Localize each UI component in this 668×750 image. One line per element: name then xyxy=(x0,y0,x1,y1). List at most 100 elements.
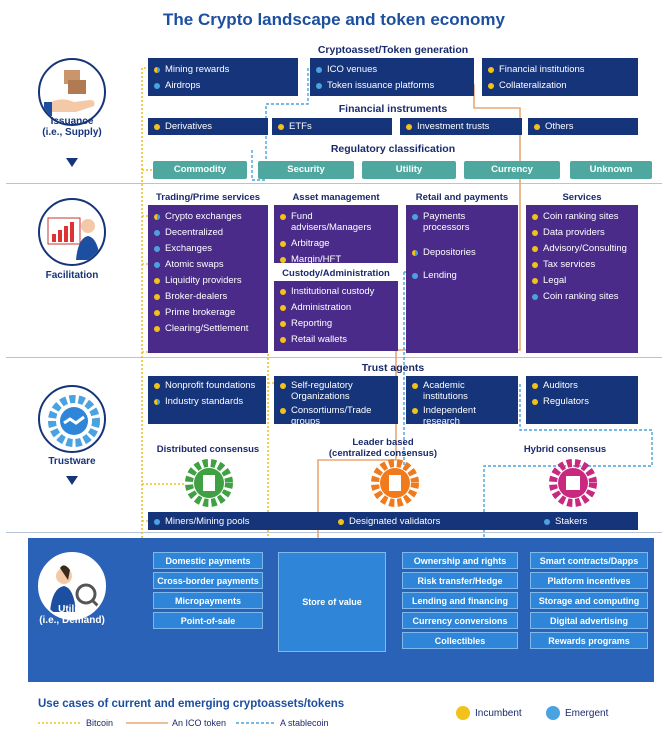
emergent-dot-icon xyxy=(546,706,560,720)
list-item: Coin ranking sites xyxy=(532,291,632,302)
consensus-bar: Miners/Mining pools Designated validator… xyxy=(148,512,638,530)
list-item: Stakers xyxy=(544,516,587,527)
use-platform-incentives: Platform incentives xyxy=(530,572,648,589)
use-smart-contracts: Smart contracts/Dapps xyxy=(530,552,648,569)
list-item: Airdrops xyxy=(154,80,292,91)
reg-commodity: Commodity xyxy=(153,161,247,179)
list-item: ICO venues xyxy=(316,64,468,75)
instrument-etfs: ETFs xyxy=(272,118,392,135)
list-item: Data providers xyxy=(532,227,632,238)
reg-utility: Utility xyxy=(362,161,456,179)
utility-icon xyxy=(38,552,106,620)
use-lending-financing: Lending and financing xyxy=(402,592,518,609)
list-item: Self-regulatory Organizations xyxy=(280,380,392,402)
list-item: Atomic swaps xyxy=(154,259,262,270)
legend-bitcoin-line xyxy=(38,722,82,724)
list-item: Mining rewards xyxy=(154,64,292,75)
list-item: Administration xyxy=(280,302,392,313)
list-item: Nonprofit foundations xyxy=(154,380,260,391)
list-item: Lending xyxy=(412,270,512,281)
facilitation-label: Facilitation xyxy=(45,270,99,281)
instrument-trusts: Investment trusts xyxy=(400,118,522,135)
services-box: Coin ranking sites Data providers Adviso… xyxy=(526,205,638,353)
list-item: Retail wallets xyxy=(280,334,392,345)
incumbent-dot-icon xyxy=(456,706,470,720)
page-title: The Crypto landscape and token economy xyxy=(163,10,505,29)
list-item: Liquidity providers xyxy=(154,275,262,286)
asset-mgmt-box: Fund advisers/Managers Arbitrage Margin/… xyxy=(274,205,398,265)
trustware-label: Trustware xyxy=(48,456,96,467)
legend-ico-line xyxy=(126,722,168,724)
list-item: Arbitrage xyxy=(280,238,392,249)
hybrid-title: Hybrid consensus xyxy=(523,444,607,455)
leader-gear-icon xyxy=(370,458,420,508)
list-item: Crypto exchanges xyxy=(154,211,262,222)
use-risk-transfer: Risk transfer/Hedge xyxy=(402,572,518,589)
use-point-of-sale: Point-of-sale xyxy=(153,612,263,629)
section-divider xyxy=(6,532,662,533)
trust-box-4: Auditors Regulators xyxy=(526,376,638,424)
legend-stable-line xyxy=(236,722,276,724)
generation-title: Cryptoasset/Token generation xyxy=(317,44,469,56)
generation-box-2: ICO venues Token issuance platforms xyxy=(310,58,474,96)
use-collectibles: Collectibles xyxy=(402,632,518,649)
trust-box-3: Academic institutions Independent resear… xyxy=(406,376,518,427)
list-item: Coin ranking sites xyxy=(532,211,632,222)
list-item: Fund advisers/Managers xyxy=(280,211,392,233)
use-rewards-programs: Rewards programs xyxy=(530,632,648,649)
list-item: Exchanges xyxy=(154,243,262,254)
list-item: Financial institutions xyxy=(488,64,632,75)
list-item: Reporting xyxy=(280,318,392,329)
custody-title: Custody/Administration xyxy=(282,268,390,279)
trust-agents-title: Trust agents xyxy=(361,362,425,374)
use-storage-computing: Storage and computing xyxy=(530,592,648,609)
asset-mgmt-title: Asset management xyxy=(292,192,380,203)
section-divider xyxy=(6,357,662,358)
trading-title: Trading/Prime services xyxy=(155,192,261,203)
generation-box-1: Mining rewards Airdrops xyxy=(148,58,298,96)
instruments-title: Financial instruments xyxy=(338,103,448,115)
use-cross-border-payments: Cross-border payments xyxy=(153,572,263,589)
reg-unknown: Unknown xyxy=(570,161,652,179)
list-item: Investment trusts xyxy=(406,121,516,132)
retail-box: Payments processors Depositories Lending xyxy=(406,205,518,353)
leader-title: Leader based (centralized consensus) xyxy=(328,437,438,459)
list-item: Designated validators xyxy=(338,516,440,527)
list-item: Broker-dealers xyxy=(154,291,262,302)
list-item: ETFs xyxy=(278,121,386,132)
trustware-icon xyxy=(38,385,106,453)
list-item: Legal xyxy=(532,275,632,286)
use-digital-advertising: Digital advertising xyxy=(530,612,648,629)
reg-currency: Currency xyxy=(464,161,560,179)
list-item: Payments processors xyxy=(412,211,512,233)
list-item: Academic institutions xyxy=(412,380,512,402)
list-item: Others xyxy=(534,121,632,132)
distributed-gear-icon xyxy=(184,458,234,508)
list-item: Consortiums/Trade groups xyxy=(280,405,392,427)
list-item: Industry standards xyxy=(154,396,260,407)
reg-security: Security xyxy=(258,161,354,179)
facilitation-icon xyxy=(38,198,106,266)
instrument-others: Others xyxy=(528,118,638,135)
use-currency-conversions: Currency conversions xyxy=(402,612,518,629)
legend-incumbent: Incumbent xyxy=(475,708,522,719)
instrument-derivatives: Derivatives xyxy=(148,118,268,135)
use-domestic-payments: Domestic payments xyxy=(153,552,263,569)
list-item: Margin/HFT xyxy=(280,254,392,265)
list-item: Auditors xyxy=(532,380,632,391)
list-item: Collateralization xyxy=(488,80,632,91)
list-item: Independent research xyxy=(412,405,512,427)
list-item: Prime brokerage xyxy=(154,307,262,318)
generation-box-3: Financial institutions Collateralization xyxy=(482,58,638,96)
use-micropayments: Micropayments xyxy=(153,592,263,609)
trading-box: Crypto exchanges Decentralized Exchanges… xyxy=(148,205,268,353)
list-item: Institutional custody xyxy=(280,286,392,297)
list-item: Regulators xyxy=(532,396,632,407)
legend-stable: A stablecoin xyxy=(280,718,329,728)
issuance-label: Issuance (i.e., Supply) xyxy=(42,116,102,138)
down-arrow-icon xyxy=(66,158,78,167)
list-item: Tax services xyxy=(532,259,632,270)
utility-label: Utility (i.e., Demand) xyxy=(39,604,105,626)
regulatory-title: Regulatory classification xyxy=(330,143,456,155)
legend-title: Use cases of current and emerging crypto… xyxy=(38,698,345,710)
